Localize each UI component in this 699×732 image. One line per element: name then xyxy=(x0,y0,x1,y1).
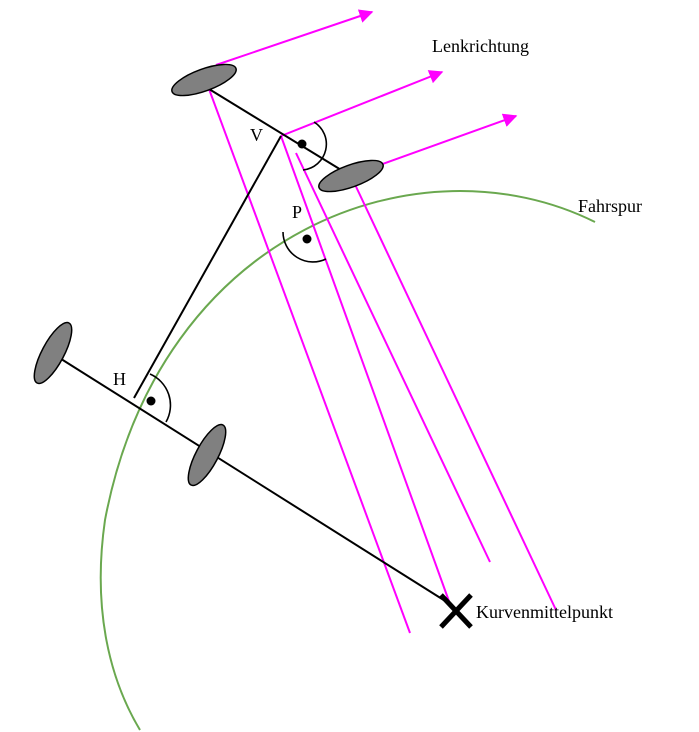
rear-axle xyxy=(57,356,451,605)
steering-arrow-center xyxy=(280,70,444,137)
label-steering-direction: Lenkrichtung xyxy=(432,36,529,56)
right-angle-dot-v xyxy=(297,139,307,149)
right-angle-dot-p xyxy=(302,234,312,244)
ray-right-front-wheel xyxy=(350,175,557,611)
right-angle-arc-h xyxy=(149,373,172,423)
wheel-front-right xyxy=(318,159,384,193)
ray-front-center xyxy=(280,135,451,605)
ray-point-p xyxy=(295,152,491,563)
ray-left-front-wheel xyxy=(208,88,411,634)
label-curve-center: Kurvenmittelpunkt xyxy=(476,602,613,622)
right-angle-arc-p xyxy=(282,231,327,263)
right-angle-dot-h xyxy=(146,396,156,406)
lane-arc xyxy=(99,190,596,731)
label-front-point: V xyxy=(250,125,263,145)
label-point-p: P xyxy=(292,202,302,222)
wheel-rear-left xyxy=(33,321,73,385)
curve-center-cross-b xyxy=(439,593,473,629)
right-angle-arc-v xyxy=(302,121,328,171)
steering-arrow-right xyxy=(365,113,518,171)
wheel-rear-right xyxy=(187,423,227,487)
label-lane: Fahrspur xyxy=(578,196,642,216)
wheel-front-left xyxy=(171,63,237,97)
frame-line xyxy=(133,135,282,399)
front-axle xyxy=(208,88,352,177)
steering-arrow-left xyxy=(215,9,374,66)
label-rear-point: H xyxy=(113,369,126,389)
